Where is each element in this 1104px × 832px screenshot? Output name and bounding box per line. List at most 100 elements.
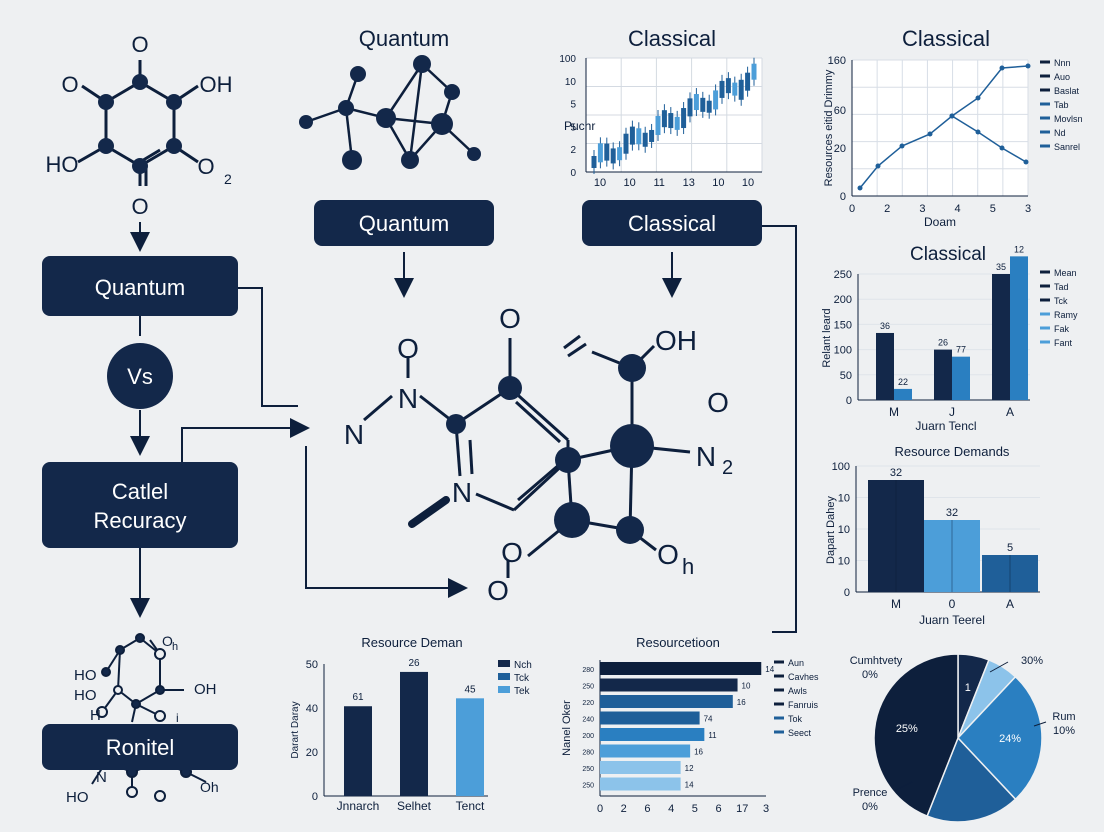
classical-mid-label: Classical	[628, 211, 716, 236]
y-tick-label: 10	[838, 556, 850, 568]
y-axis-label: Darart Daray	[290, 701, 301, 758]
x-tick-label: 10	[712, 177, 724, 189]
candle	[655, 115, 661, 135]
bar-value-label: 45	[464, 684, 476, 695]
x-tick-label: 10	[623, 177, 635, 189]
bar	[600, 777, 681, 791]
legend-label: Tab	[1054, 100, 1069, 110]
candle	[629, 126, 635, 145]
y-tick-label: 200	[582, 733, 594, 740]
legend-label: Aun	[788, 658, 804, 668]
atom-label: O	[162, 633, 173, 649]
atom-subscript: h	[682, 554, 694, 579]
candle-chart-title: Classical	[628, 26, 716, 51]
quantum-mid-box[interactable]	[314, 200, 494, 246]
candle	[738, 79, 744, 100]
x-tick-label: 3	[1025, 203, 1031, 215]
classical-mid-box[interactable]	[582, 200, 762, 246]
x-tick-label: Tenct	[456, 799, 485, 813]
quantum-left-box[interactable]	[42, 256, 238, 316]
bar	[344, 706, 372, 796]
x-axis-label: Juarn Tencl	[915, 419, 976, 433]
bar-value-label: 14	[765, 665, 774, 674]
pie-annotation: 10%	[1053, 725, 1075, 737]
y-tick-label: 100	[559, 54, 576, 65]
x-tick-label: 6	[644, 803, 650, 815]
candle	[732, 82, 738, 96]
data-point	[999, 145, 1005, 151]
candle	[668, 113, 674, 129]
y-tick-label: 150	[834, 319, 852, 331]
atom-label: i	[176, 711, 179, 725]
candle	[591, 156, 597, 168]
x-tick-label: 2	[884, 203, 890, 215]
bar-value-label: 32	[890, 467, 902, 479]
catlel-recuracy-box[interactable]	[42, 462, 238, 548]
candle	[661, 110, 667, 128]
y-tick-label: 280	[582, 667, 594, 674]
connector-catlel	[181, 418, 310, 462]
legend-label: Tad	[1054, 282, 1069, 292]
x-tick-label: 0	[949, 597, 956, 611]
data-point	[899, 143, 905, 149]
data-point	[857, 185, 863, 191]
x-axis-label: Doam	[924, 215, 956, 229]
x-tick-label: 10	[742, 177, 754, 189]
vs-circle[interactable]	[107, 343, 173, 409]
x-tick-label: J	[949, 405, 955, 419]
y-tick-label: 0	[312, 791, 318, 803]
data-point	[927, 131, 933, 137]
y-tick-label: 200	[834, 294, 852, 306]
x-tick-label: 0	[597, 803, 603, 815]
atom-label: N	[696, 441, 716, 472]
x-tick-label: 0	[849, 203, 855, 215]
y-axis-label: Nanel Oker	[561, 700, 573, 756]
bar-value-label: 12	[685, 764, 694, 773]
quantum-nodes	[299, 55, 481, 170]
legend-label: Tok	[788, 714, 803, 724]
y-tick-label: 60	[834, 105, 846, 117]
y-tick-label: 250	[834, 269, 852, 281]
plot-area	[852, 60, 1028, 196]
line-chart-title: Classical	[902, 26, 990, 51]
vs-label: Vs	[127, 364, 153, 389]
leader-line	[989, 661, 1009, 673]
series-line	[951, 115, 1027, 163]
bar-value-label: 5	[1007, 542, 1013, 554]
candle	[623, 133, 629, 154]
ronitel-box[interactable]	[42, 724, 238, 770]
y-tick-label: 10	[838, 493, 850, 505]
y-axis-label: Dapart Dahey	[825, 496, 837, 564]
atom-subscript: 2	[722, 457, 733, 479]
y-tick-label: 0	[570, 168, 576, 179]
data-point	[975, 129, 981, 135]
x-tick-label: 17	[736, 803, 748, 815]
legend-label: Fanruis	[788, 700, 819, 710]
x-tick-label: 6	[716, 803, 722, 815]
pie-annotation: Prence	[853, 787, 888, 799]
left-molecule-atoms	[98, 74, 182, 174]
bar	[600, 678, 738, 692]
y-tick-label: 250	[582, 684, 594, 691]
bar	[600, 711, 700, 725]
y-tick-label: 160	[828, 55, 846, 67]
atom-label: N	[452, 477, 472, 508]
x-tick-label: A	[1006, 405, 1014, 419]
x-tick-label: 5	[692, 803, 698, 815]
atom-label: N	[398, 383, 418, 414]
wedge-bond	[408, 496, 450, 528]
bar	[456, 698, 484, 796]
bar-chart-title: Classical	[910, 244, 986, 265]
bar-value-label: 14	[685, 781, 694, 790]
bar	[1010, 256, 1028, 400]
candle	[725, 78, 731, 94]
legend-swatch	[498, 686, 510, 693]
y-tick-label: 240	[582, 717, 594, 724]
y-tick-label: 40	[306, 703, 318, 715]
y-tick-label: 250	[582, 783, 594, 790]
catlel-label: Catlel	[112, 479, 168, 504]
atom-label: O	[397, 333, 419, 364]
